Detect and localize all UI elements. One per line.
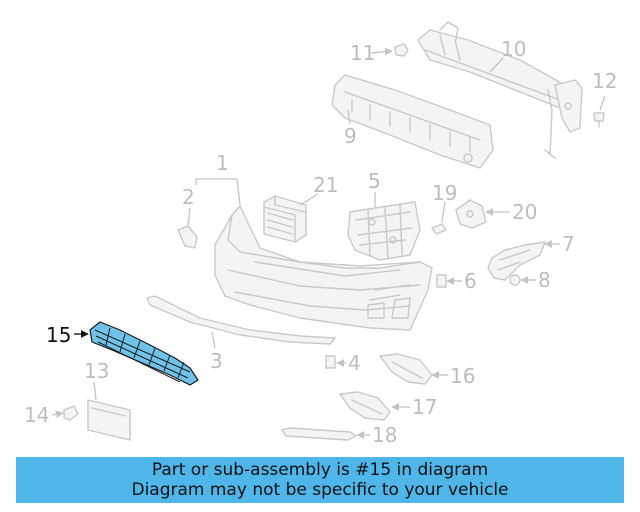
trim-18-part[interactable] xyxy=(281,427,357,441)
callout-6: 6 xyxy=(464,269,477,293)
nut-8-part[interactable] xyxy=(509,274,521,286)
leader-lines xyxy=(51,47,606,439)
callout-2: 2 xyxy=(182,185,195,209)
callout-7: 7 xyxy=(562,232,575,256)
callout-20: 20 xyxy=(512,200,537,224)
callout-11: 11 xyxy=(350,41,375,65)
callout-labels: 11 10 12 9 1 2 21 5 19 20 7 6 8 3 4 16 1… xyxy=(24,37,617,447)
callout-9: 9 xyxy=(344,124,357,148)
grille-15-highlighted-part[interactable] xyxy=(89,321,199,386)
callout-13: 13 xyxy=(84,359,109,383)
banner-line-1: Part or sub-assembly is #15 in diagram xyxy=(151,460,489,480)
absorber-part[interactable] xyxy=(331,74,494,169)
screw-4-part[interactable] xyxy=(325,355,336,369)
plate-bracket-13-part[interactable] xyxy=(87,399,131,441)
bumper-cover-part[interactable] xyxy=(214,205,433,331)
insert-17-part[interactable] xyxy=(339,391,391,421)
callout-19: 19 xyxy=(432,181,457,205)
callout-1: 1 xyxy=(216,151,229,175)
callout-14: 14 xyxy=(24,403,49,427)
bracket-5-part[interactable] xyxy=(347,201,421,261)
banner-line-2: Diagram may not be specific to your vehi… xyxy=(131,480,509,500)
insert-16-part[interactable] xyxy=(379,353,433,385)
parts-diagram: 11 10 12 9 1 2 21 5 19 20 7 6 8 3 4 16 1… xyxy=(24,21,617,447)
callout-3: 3 xyxy=(210,349,223,373)
screw-14-part[interactable] xyxy=(63,405,79,421)
bracket-20-part[interactable] xyxy=(455,199,487,229)
callout-5: 5 xyxy=(368,169,381,193)
bracket-2-part[interactable] xyxy=(177,225,198,249)
reinforcement-bar-part[interactable] xyxy=(417,21,583,159)
clip-19-part[interactable] xyxy=(431,223,447,235)
bracket-7-part[interactable] xyxy=(487,241,546,281)
callout-17: 17 xyxy=(412,395,437,419)
callout-12: 12 xyxy=(592,69,617,93)
clip-12-part[interactable] xyxy=(593,112,605,128)
callout-15-highlighted: 15 xyxy=(46,323,71,347)
callout-18: 18 xyxy=(372,423,397,447)
screw-6-part[interactable] xyxy=(436,274,447,288)
callout-10: 10 xyxy=(501,37,526,61)
callout-21: 21 xyxy=(313,173,338,197)
spoiler-3-part[interactable] xyxy=(146,295,336,345)
callout-8: 8 xyxy=(538,268,551,292)
info-banner: Part or sub-assembly is #15 in diagram D… xyxy=(16,457,624,503)
callout-4: 4 xyxy=(348,351,361,375)
module-21-part[interactable] xyxy=(263,195,307,243)
callout-16: 16 xyxy=(450,364,475,388)
bolt-11-part[interactable] xyxy=(394,43,409,57)
